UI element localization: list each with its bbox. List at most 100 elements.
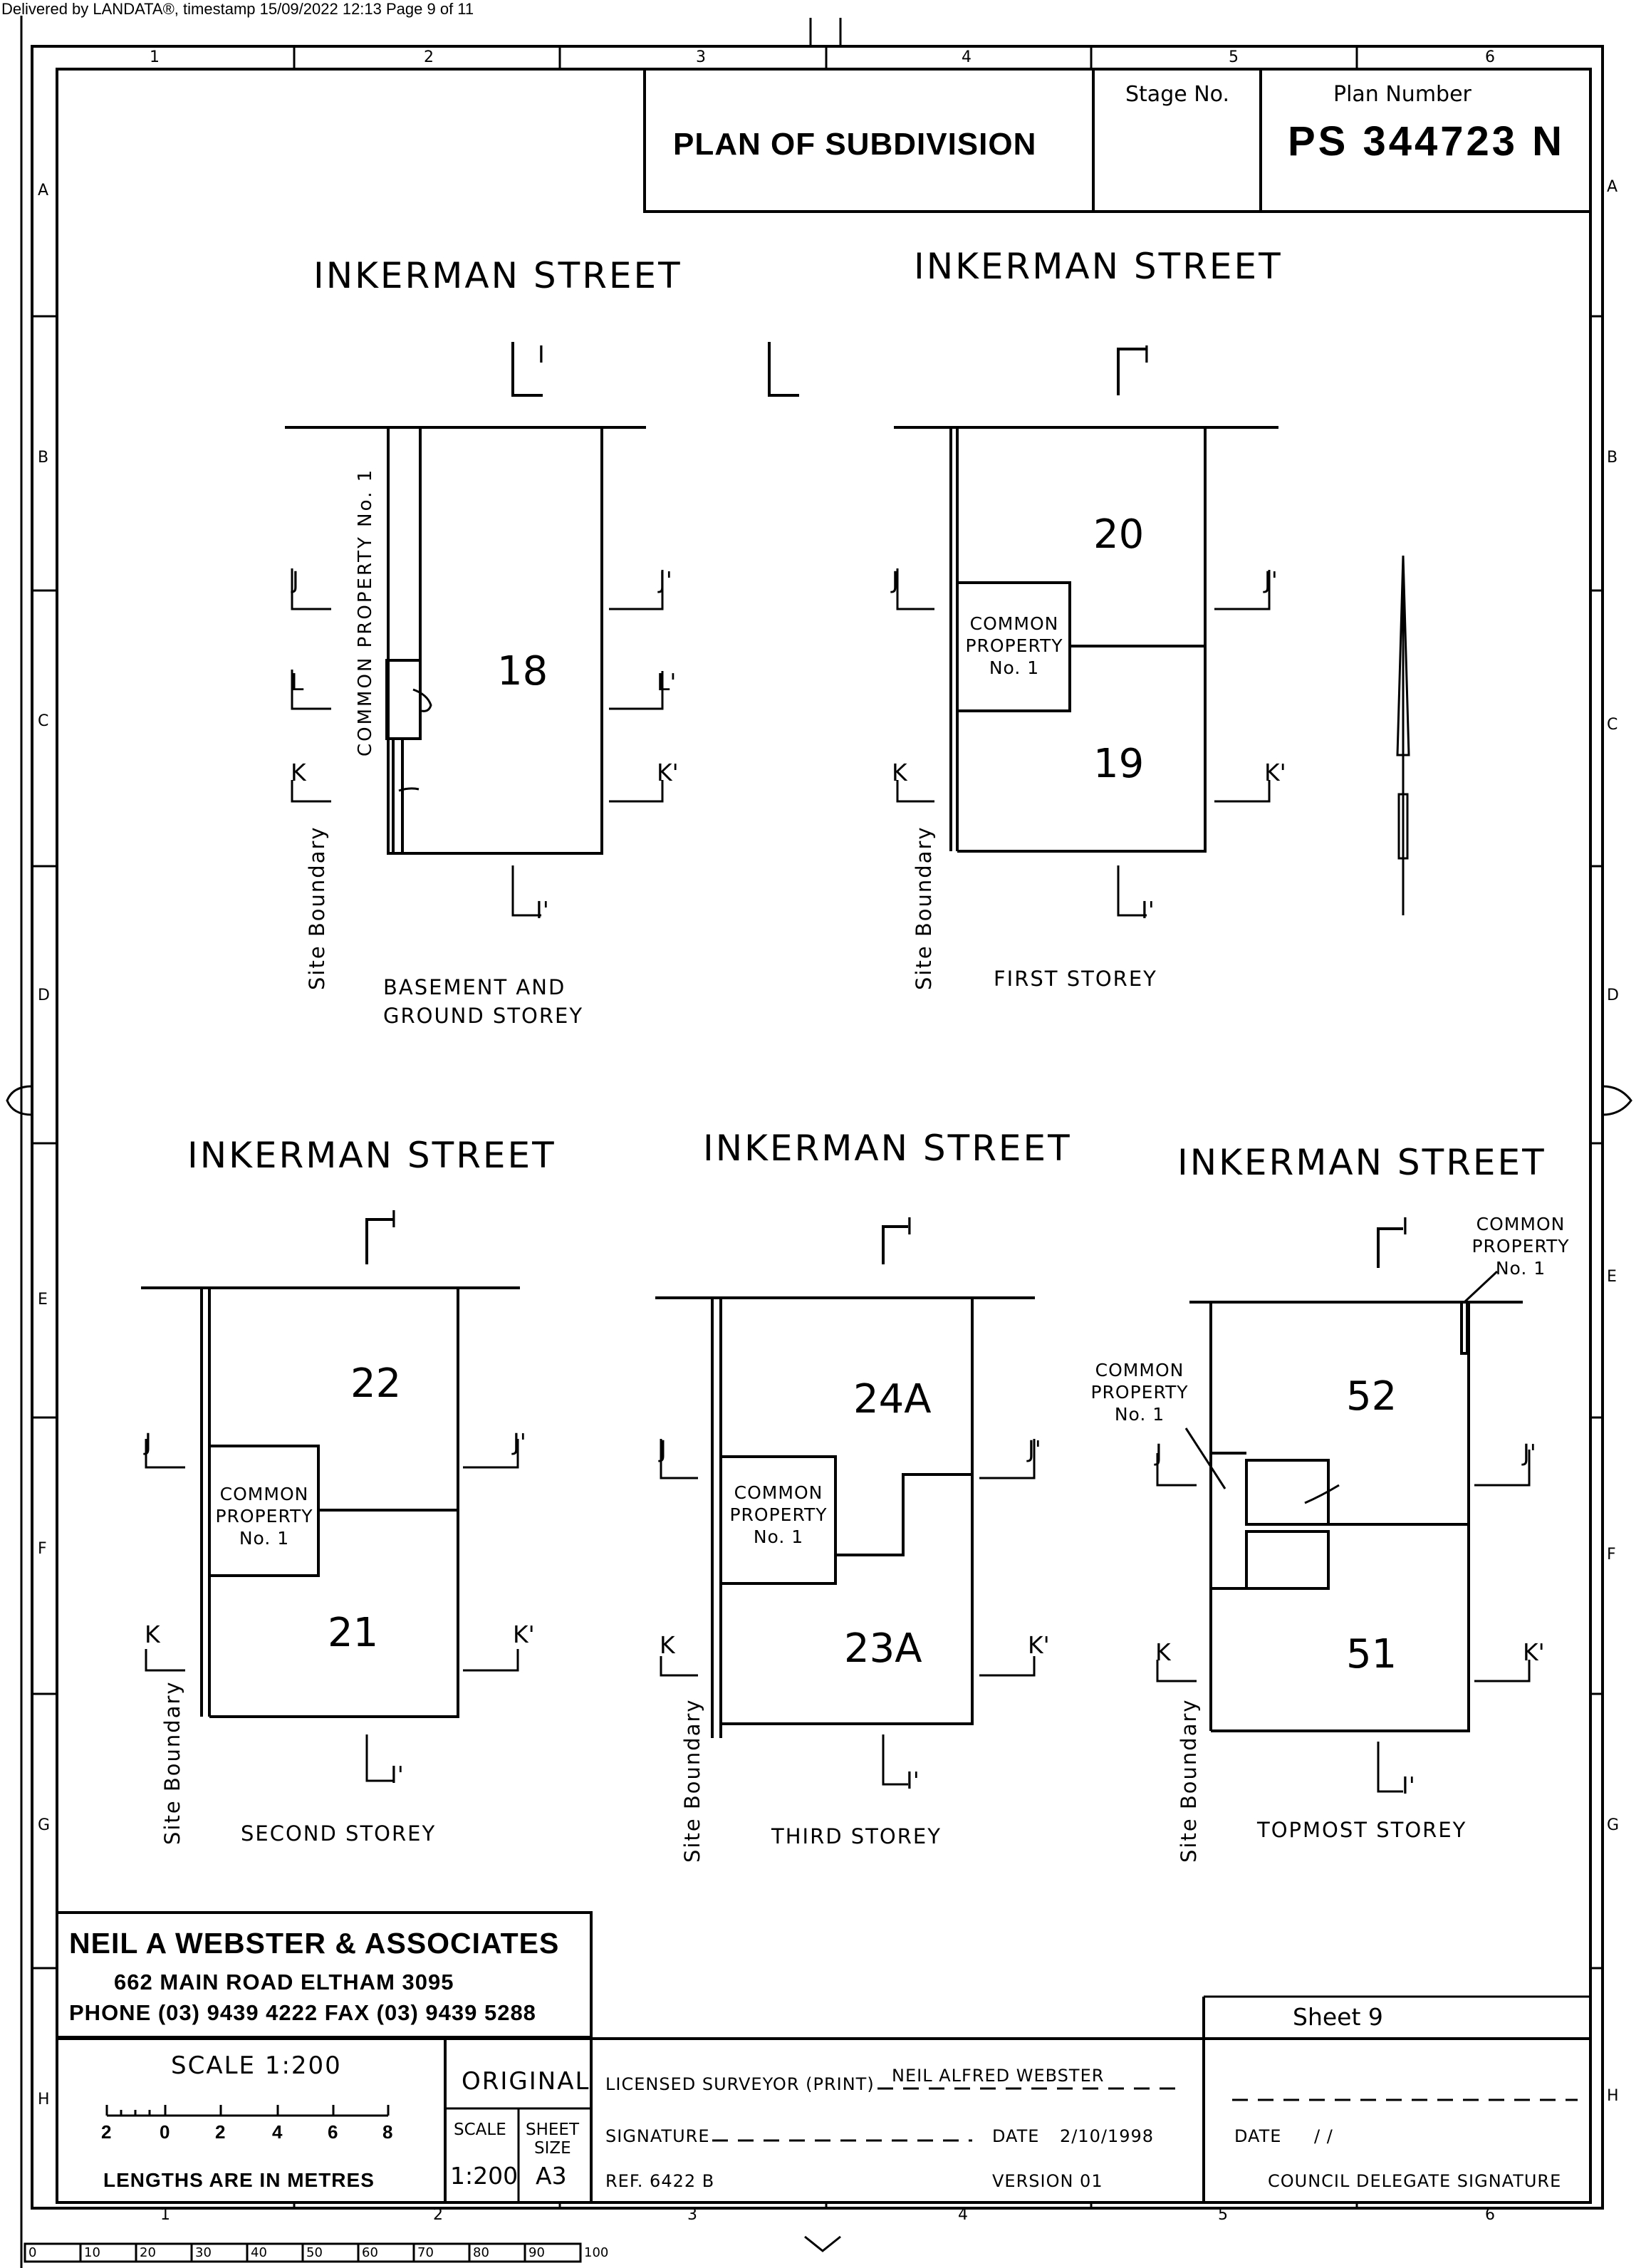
section-k-prime: K' [657, 759, 679, 786]
reference: REF. 6422 B [605, 2171, 715, 2191]
date-label: DATE [992, 2126, 1040, 2146]
plan-title: PLAN OF SUBDIVISION [673, 127, 1037, 162]
ruler-10: 10 [84, 2245, 100, 2260]
floor-caption: THIRD STOREY [771, 1824, 942, 1848]
version: VERSION 01 [992, 2171, 1103, 2191]
lot-23a: 23A [844, 1625, 922, 1672]
plan-number: PS 344723 N [1288, 118, 1566, 165]
section-k-prime: K' [513, 1621, 535, 1648]
section-j-prime: J' [1028, 1435, 1041, 1463]
street-name: INKERMAN STREET [187, 1135, 556, 1176]
lot-52: 52 [1346, 1373, 1397, 1420]
section-k: K [660, 1631, 675, 1659]
common-property-label-right: COMMON PROPERTY No. 1 [1471, 1214, 1570, 1279]
section-j-prime: J' [659, 566, 672, 594]
grid-row-g-right: G [1607, 1816, 1620, 1834]
grid-col-1: 1 [150, 48, 160, 66]
site-boundary: Site Boundary [912, 826, 936, 990]
grid-row-a-right: A [1607, 178, 1618, 196]
section-i-prime: I' [536, 896, 549, 924]
lot-19: 19 [1093, 741, 1145, 787]
ruler-100: 100 [584, 2245, 609, 2260]
site-boundary: Site Boundary [1177, 1698, 1201, 1863]
grid-row-b-right: B [1607, 449, 1618, 467]
grid-col-5: 5 [1229, 48, 1239, 66]
section-j: J [892, 566, 899, 594]
grid-row-e-right: E [1607, 1268, 1617, 1286]
grid-col-6-bottom: 6 [1485, 2206, 1495, 2224]
street-name: INKERMAN STREET [914, 246, 1283, 287]
floor-caption-1: BASEMENT AND [383, 975, 566, 999]
street-name: INKERMAN STREET [313, 255, 682, 296]
grid-col-2: 2 [424, 48, 434, 66]
section-j: J [1155, 1439, 1162, 1467]
units-note: LENGTHS ARE IN METRES [103, 2169, 375, 2191]
section-k-prime: K' [1523, 1638, 1545, 1666]
section-j: J [660, 1435, 667, 1463]
section-i-prime: I' [1402, 1772, 1415, 1799]
grid-row-f-right: F [1607, 1546, 1616, 1564]
section-k-prime: K' [1264, 759, 1286, 786]
grid-col-5-bottom: 5 [1218, 2206, 1228, 2224]
section-i: I [390, 1205, 397, 1233]
section-i-prime: I' [390, 1761, 404, 1789]
scale-bar-0: 0 [160, 2121, 170, 2143]
section-k-prime: K' [1028, 1631, 1050, 1659]
grid-row-g: G [38, 1816, 51, 1834]
sheet-size-label-2: SIZE [534, 2139, 571, 2158]
grid-row-c-right: C [1607, 716, 1618, 734]
common-property-label: COMMON PROPERTY No. 1 [729, 1482, 828, 1547]
section-l: L [291, 668, 304, 696]
sheet-number: Sheet 9 [1293, 2003, 1383, 2031]
signature-label: SIGNATURE [605, 2126, 710, 2146]
lot-20: 20 [1093, 511, 1145, 558]
section-i: I [538, 340, 545, 368]
section-i: I [1143, 340, 1150, 368]
grid-col-2-bottom: 2 [433, 2206, 443, 2224]
grid-row-d: D [38, 987, 50, 1004]
floor-caption: SECOND STOREY [241, 1821, 437, 1846]
ruler-20: 20 [140, 2245, 156, 2260]
scale-bar-2-left: 2 [101, 2121, 112, 2143]
scale-label: SCALE 1:200 [171, 2051, 342, 2080]
street-name: INKERMAN STREET [703, 1128, 1072, 1169]
grid-row-c: C [38, 712, 49, 730]
floor-caption-2: GROUND STOREY [383, 1004, 584, 1028]
scale-column-value: 1:200 [450, 2162, 519, 2190]
grid-col-3-bottom: 3 [687, 2206, 697, 2224]
lot-18: 18 [497, 648, 548, 695]
common-property-label: COMMON PROPERTY No. 1 [965, 613, 1063, 678]
section-j-prime: J' [513, 1428, 526, 1456]
ruler-30: 30 [195, 2245, 212, 2260]
lot-51: 51 [1346, 1631, 1397, 1677]
lot-22: 22 [350, 1361, 402, 1407]
section-j: J [292, 566, 299, 594]
scale-bar-2: 2 [215, 2121, 226, 2143]
section-l-prime: L' [657, 668, 677, 696]
site-boundary: Site Boundary [680, 1698, 704, 1863]
grid-row-a: A [38, 182, 49, 199]
section-k: K [291, 759, 306, 786]
scale-bar-4: 4 [272, 2121, 283, 2143]
section-i: I [906, 1212, 913, 1240]
council-date-value: / / [1314, 2126, 1333, 2146]
floor-caption: TOPMOST STOREY [1257, 1818, 1467, 1842]
common-property-vertical: COMMON PROPERTY No. 1 [355, 467, 376, 756]
council-signature-label: COUNCIL DELEGATE SIGNATURE [1268, 2171, 1562, 2191]
plan-number-label: Plan Number [1333, 82, 1471, 107]
scale-bar-6: 6 [328, 2121, 338, 2143]
sheet-size-value: A3 [536, 2162, 567, 2190]
grid-col-6: 6 [1485, 48, 1495, 66]
ruler-80: 80 [473, 2245, 489, 2260]
original-label: ORIGINAL [462, 2067, 590, 2096]
date-value: 2/10/1998 [1060, 2126, 1155, 2146]
section-k: K [1155, 1638, 1171, 1666]
delivery-header: Delivered by LANDATA®, timestamp 15/09/2… [1, 0, 474, 18]
stage-label: Stage No. [1125, 82, 1230, 107]
street-name: INKERMAN STREET [1177, 1142, 1546, 1183]
licensed-surveyor-name: NEIL ALFRED WEBSTER [892, 2066, 1105, 2086]
lot-21: 21 [328, 1610, 379, 1656]
sheet-size-label-1: SHEET [526, 2121, 580, 2139]
